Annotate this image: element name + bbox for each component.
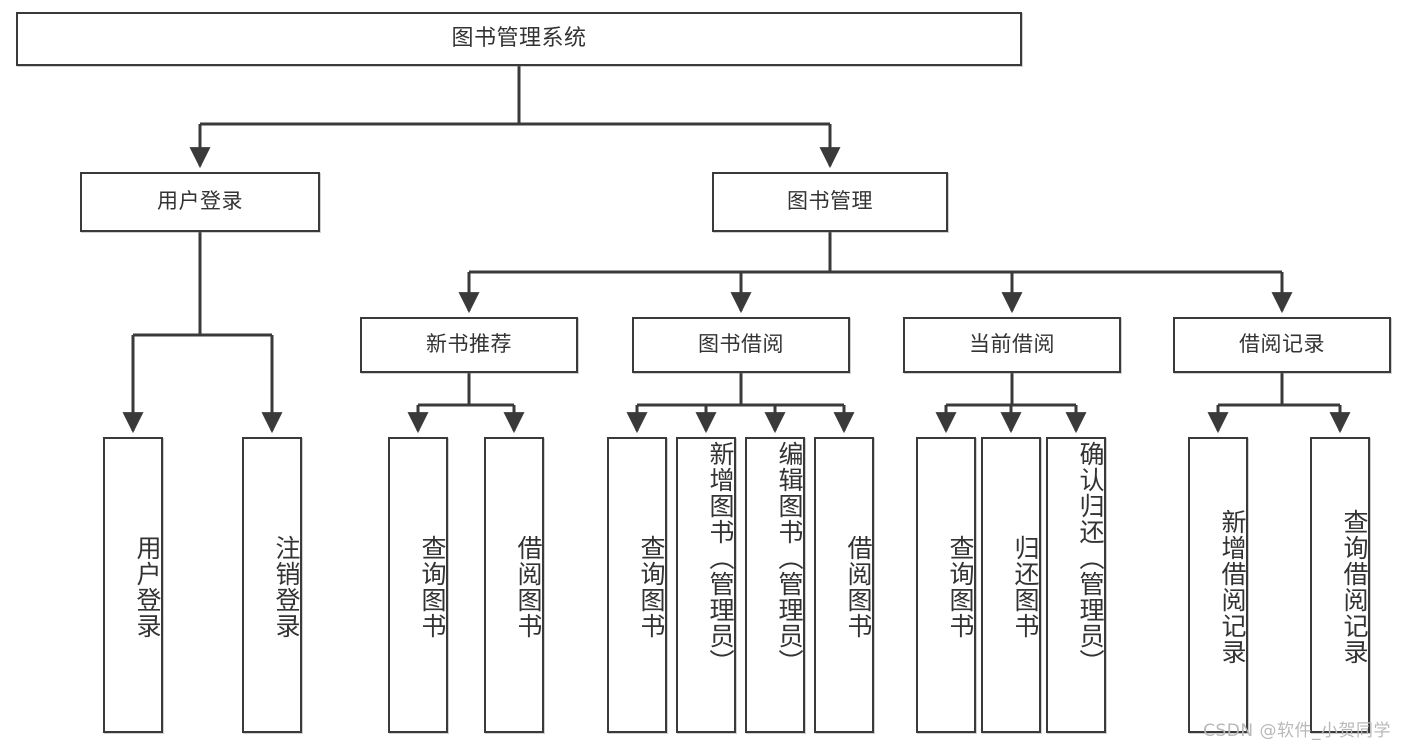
node-leaf-edit-book-admin[interactable]: 编辑图书（管理员）	[745, 437, 805, 733]
node-leaf-return-book-label: 归还图书	[1011, 535, 1040, 639]
node-leaf-user-login-label: 用户登录	[133, 535, 162, 639]
node-leaf-query-borrow-record[interactable]: 查询借阅记录	[1310, 437, 1370, 733]
node-root[interactable]: 图书管理系统	[16, 12, 1022, 66]
node-borrow-record-label: 借阅记录	[1239, 332, 1325, 357]
node-leaf-borrow-book-label: 借阅图书	[844, 535, 873, 639]
node-leaf-query-book-current-label: 查询图书	[946, 535, 975, 639]
node-leaf-query-book-recommend[interactable]: 查询图书	[388, 437, 448, 733]
node-leaf-user-logout-label: 注销登录	[272, 535, 301, 639]
node-user-login[interactable]: 用户登录	[80, 172, 320, 232]
node-leaf-query-book[interactable]: 查询图书	[607, 437, 667, 733]
node-leaf-add-borrow-record-label: 新增借阅记录	[1218, 509, 1247, 665]
node-leaf-query-book-recommend-label: 查询图书	[418, 535, 447, 639]
node-current-borrow[interactable]: 当前借阅	[903, 317, 1121, 373]
node-leaf-confirm-return-admin[interactable]: 确认归还（管理员）	[1046, 437, 1106, 733]
node-book-manage-label: 图书管理	[787, 189, 873, 214]
node-leaf-edit-book-admin-label: 编辑图书（管理员）	[775, 441, 804, 675]
node-leaf-user-logout[interactable]: 注销登录	[242, 437, 302, 733]
node-book-borrow-label: 图书借阅	[698, 332, 784, 357]
node-leaf-query-book-label: 查询图书	[637, 535, 666, 639]
node-leaf-confirm-return-admin-label: 确认归还（管理员）	[1076, 441, 1105, 675]
node-borrow-record[interactable]: 借阅记录	[1173, 317, 1391, 373]
node-leaf-query-book-current[interactable]: 查询图书	[916, 437, 976, 733]
node-leaf-user-login[interactable]: 用户登录	[103, 437, 163, 733]
node-current-borrow-label: 当前借阅	[969, 332, 1055, 357]
node-leaf-borrow-book-recommend[interactable]: 借阅图书	[484, 437, 544, 733]
node-leaf-return-book[interactable]: 归还图书	[981, 437, 1041, 733]
node-root-label: 图书管理系统	[451, 25, 587, 51]
node-leaf-add-book-admin[interactable]: 新增图书（管理员）	[676, 437, 736, 733]
node-leaf-borrow-book[interactable]: 借阅图书	[814, 437, 874, 733]
node-leaf-borrow-book-recommend-label: 借阅图书	[514, 535, 543, 639]
node-leaf-add-book-admin-label: 新增图书（管理员）	[706, 441, 735, 675]
node-new-book-recommend[interactable]: 新书推荐	[360, 317, 578, 373]
node-book-borrow[interactable]: 图书借阅	[632, 317, 850, 373]
node-leaf-query-borrow-record-label: 查询借阅记录	[1340, 509, 1369, 665]
node-book-manage[interactable]: 图书管理	[712, 172, 948, 232]
csdn-watermark: CSDN @软件_小贺同学	[1203, 721, 1391, 741]
node-leaf-add-borrow-record[interactable]: 新增借阅记录	[1188, 437, 1248, 733]
node-user-login-label: 用户登录	[157, 189, 243, 214]
node-new-book-recommend-label: 新书推荐	[426, 332, 512, 357]
